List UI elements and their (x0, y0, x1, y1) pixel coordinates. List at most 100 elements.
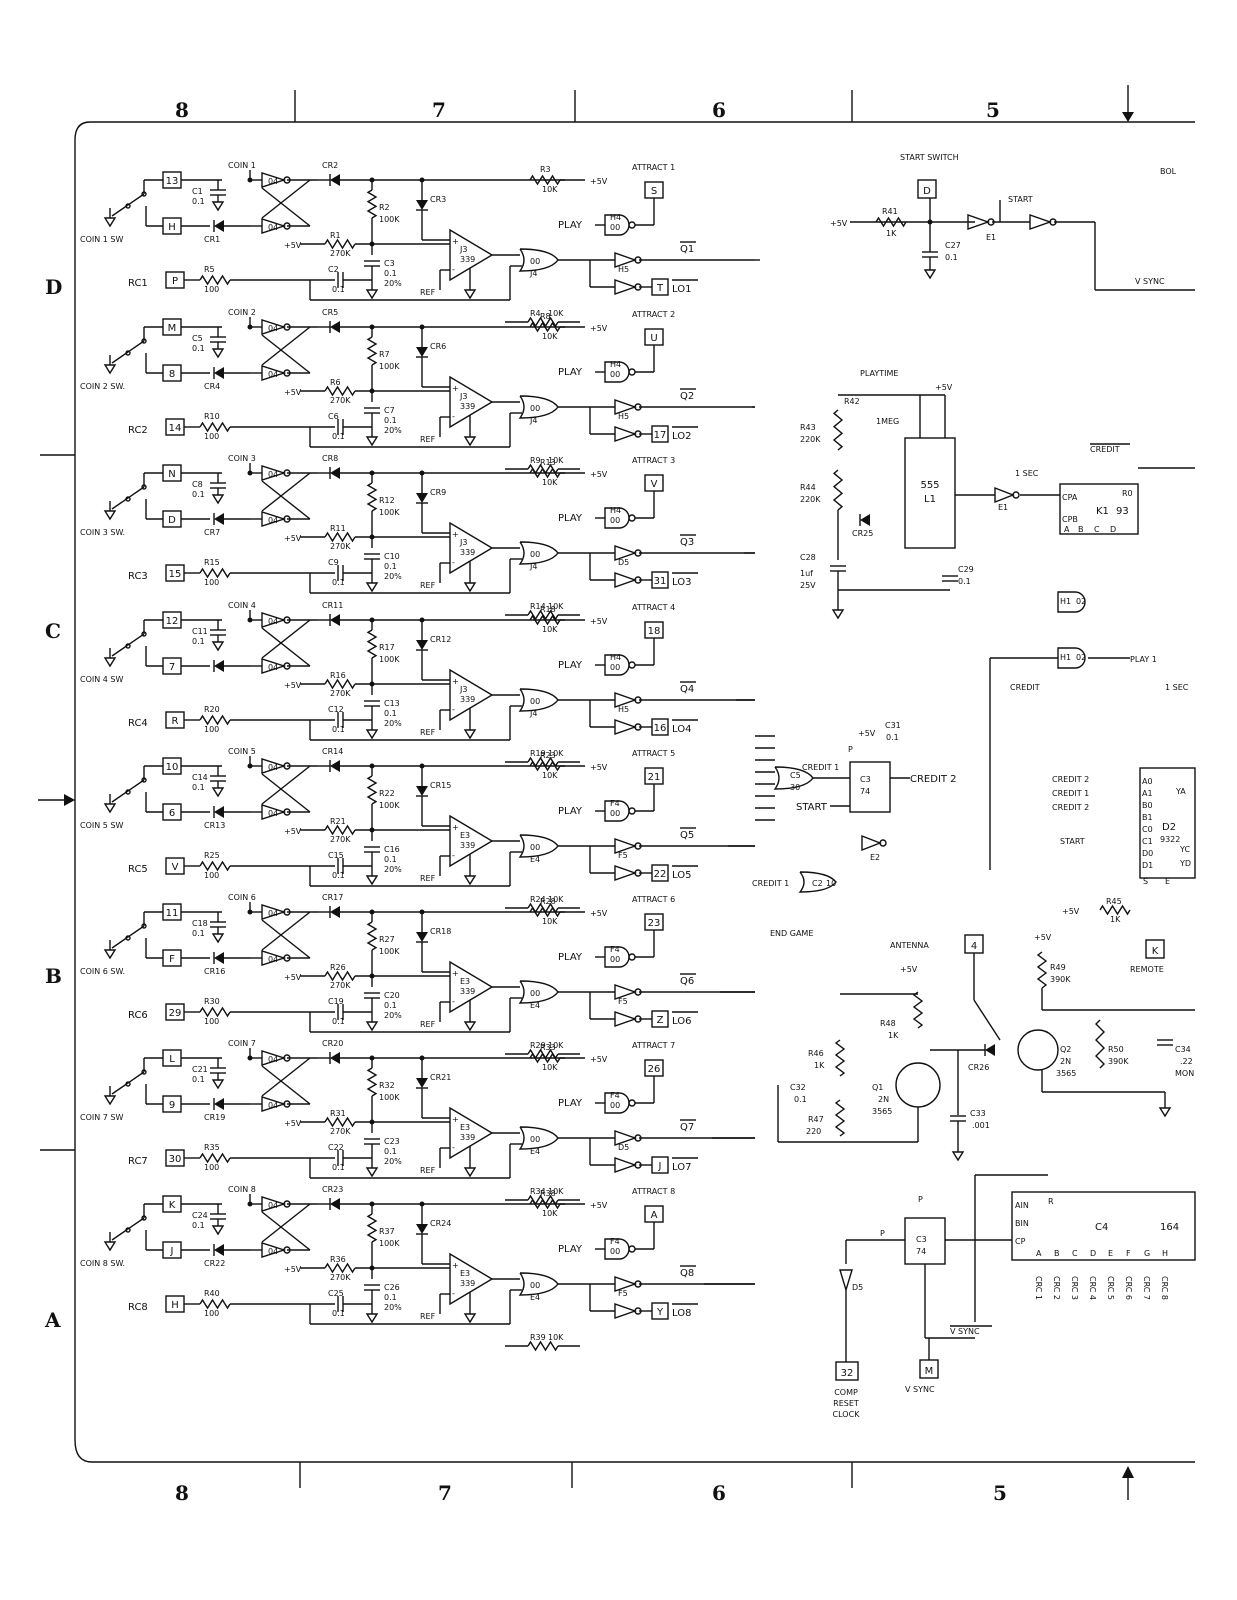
row-A: A (44, 1308, 61, 1332)
comparator-ref: E3 (460, 831, 470, 840)
plus5v-b: +5V (590, 470, 608, 479)
junction-dot (247, 909, 253, 915)
pin-a-label: N (168, 469, 175, 480)
c4-out-8: E (1108, 1249, 1113, 1258)
resistor (834, 1099, 846, 1137)
lo-pin (651, 1010, 669, 1028)
diode (214, 513, 224, 525)
gate-00: 00 (530, 257, 540, 266)
q1-transistor (895, 1062, 941, 1108)
resistor (832, 469, 844, 511)
junction-dot (247, 763, 253, 769)
resistor (527, 316, 559, 328)
c4-pin-r: R (1048, 1197, 1054, 1206)
lo-pin (651, 1156, 669, 1174)
q-output: Q2 (680, 391, 694, 402)
coin-switch-label: COIN 4 SW (80, 675, 123, 684)
out-gate-ref: J4 (529, 709, 537, 718)
resistor (324, 824, 356, 836)
cap-value: 0.1 (192, 1075, 205, 1084)
junction-dot (247, 324, 253, 330)
r-a-ref: R18 (540, 605, 556, 614)
r48-value: 1K (888, 1031, 899, 1040)
pulldown-value: 100K (379, 215, 400, 224)
comp-minus: - (452, 705, 455, 714)
antenna-label: ANTENNA (890, 941, 929, 950)
rc-res-ref: R40 (204, 1289, 220, 1298)
r-b-value: 10K (548, 602, 564, 611)
rc-res-ref: R25 (204, 851, 220, 860)
play-label: PLAY (558, 220, 583, 231)
r-b-ref: R14 (530, 602, 546, 611)
r45-ref: R45 (1106, 897, 1122, 906)
r-b-ref: R34 (530, 1187, 546, 1196)
comp-pin (835, 1361, 859, 1381)
r47-ref: R47 (808, 1115, 824, 1124)
pullup-value: 270K (330, 689, 351, 698)
c4-pin-bin: BIN (1015, 1219, 1029, 1228)
pulldown-ref: R27 (379, 935, 395, 944)
r41-value: 1K (886, 229, 897, 238)
inverter-gate (967, 214, 991, 230)
diode-top-ref: CR2 (322, 161, 338, 170)
resistor (324, 970, 356, 982)
comparator-ref: E3 (460, 977, 470, 986)
plus5v-b: +5V (590, 1201, 608, 1210)
lo-pin (651, 718, 669, 736)
h1-gate-a (1057, 591, 1086, 613)
timing-cap-tol: 20% (384, 1157, 402, 1166)
diode (330, 614, 340, 626)
inv-gate-ref: H5 (618, 412, 629, 421)
comparator (449, 814, 494, 868)
timing-cap-tol: 20% (384, 426, 402, 435)
attract-label: ATTRACT 1 (632, 163, 675, 172)
r49-ref: R49 (1050, 963, 1066, 972)
gate-04: 04 (268, 909, 278, 918)
gate-00: 00 (610, 955, 620, 964)
ref-label: REF (420, 874, 436, 883)
c4-out-11: H (1162, 1249, 1168, 1258)
k1-pin-cpa: CPA (1062, 493, 1078, 502)
lo-pin-label: 16 (654, 723, 667, 734)
coin-switch-label: COIN 5 SW (80, 821, 123, 830)
rc-res-value: 100 (204, 1309, 219, 1318)
ground-symbol (463, 1313, 477, 1324)
comparator-ref: J3 (459, 685, 467, 694)
diode-bottom-ref: CR19 (204, 1113, 225, 1122)
lo-output: LO2 (672, 431, 691, 442)
diode-top-ref: CR8 (322, 454, 338, 463)
d2-input-s: S (1143, 877, 1148, 886)
coin-label: COIN 6 (228, 893, 256, 902)
start-switch-pin-label: D (923, 186, 931, 197)
d2-input-1: A1 (1142, 789, 1153, 798)
pin-a-label: 13 (166, 176, 179, 187)
c4-out-9: F (1126, 1249, 1131, 1258)
lo-pin (651, 864, 669, 882)
plus5v: +5V (284, 1265, 302, 1274)
d2-input-4: C0 (1142, 825, 1153, 834)
out-gate-ref: E4 (530, 1293, 540, 1302)
bol-label: BOL (1160, 167, 1177, 176)
lo-output: LO5 (672, 870, 691, 881)
resistor (366, 189, 378, 219)
cap-ref: C21 (192, 1065, 208, 1074)
plus5v-start: +5V (830, 219, 848, 228)
r-a-value: 10K (542, 771, 558, 780)
coin-label: COIN 7 (228, 1039, 256, 1048)
rc-label: RC4 (128, 718, 148, 729)
h1-gate-b (1057, 647, 1086, 669)
resistor (199, 274, 231, 286)
rc-pin-label: V (172, 862, 179, 873)
cap-value: 0.1 (192, 637, 205, 646)
r-a-value: 10K (542, 917, 558, 926)
q-output: Q8 (680, 1268, 694, 1279)
timing-cap-tol: 20% (384, 279, 402, 288)
ground-symbol (365, 729, 379, 740)
lo-pin-label: 31 (654, 576, 667, 587)
reset-label: RESET (833, 1399, 859, 1408)
rc-pin-label: 15 (169, 569, 182, 580)
pin-b-label: 6 (169, 808, 175, 819)
